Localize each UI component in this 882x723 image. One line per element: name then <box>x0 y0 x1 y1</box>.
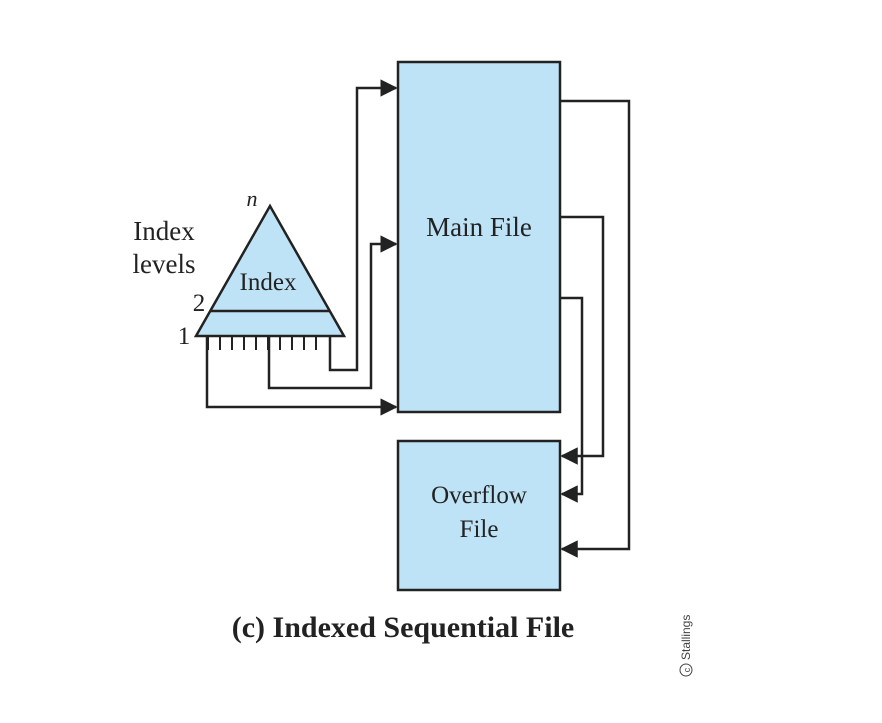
credit-label: Stallings <box>679 615 693 660</box>
level-2-label: 2 <box>193 290 206 317</box>
index-levels-label-line2: levels <box>133 249 196 279</box>
overflow-file-label-line2: File <box>460 516 499 543</box>
diagram-caption: (c) Indexed Sequential File <box>232 611 575 644</box>
main-file-label: Main File <box>426 212 532 242</box>
copyright-icon <box>679 663 693 677</box>
index-pointer-middle <box>267 235 398 390</box>
index-label: Index <box>240 269 297 296</box>
index-pointer-bottom <box>205 336 398 416</box>
index-pointer-top <box>328 79 398 372</box>
index-levels-label-line1: Index <box>133 216 195 246</box>
copyright-credit: c Stallings <box>679 615 693 677</box>
main-file-box <box>396 60 562 414</box>
n-level-label: n <box>247 186 258 211</box>
overflow-file-label-line1: Overflow <box>431 482 527 509</box>
overflow-file-box <box>396 439 562 592</box>
overflow-pointer-inner <box>560 296 584 503</box>
svg-text:c: c <box>682 667 692 672</box>
overflow-pointer-outer <box>560 99 631 558</box>
level-1-label: 1 <box>178 323 191 350</box>
